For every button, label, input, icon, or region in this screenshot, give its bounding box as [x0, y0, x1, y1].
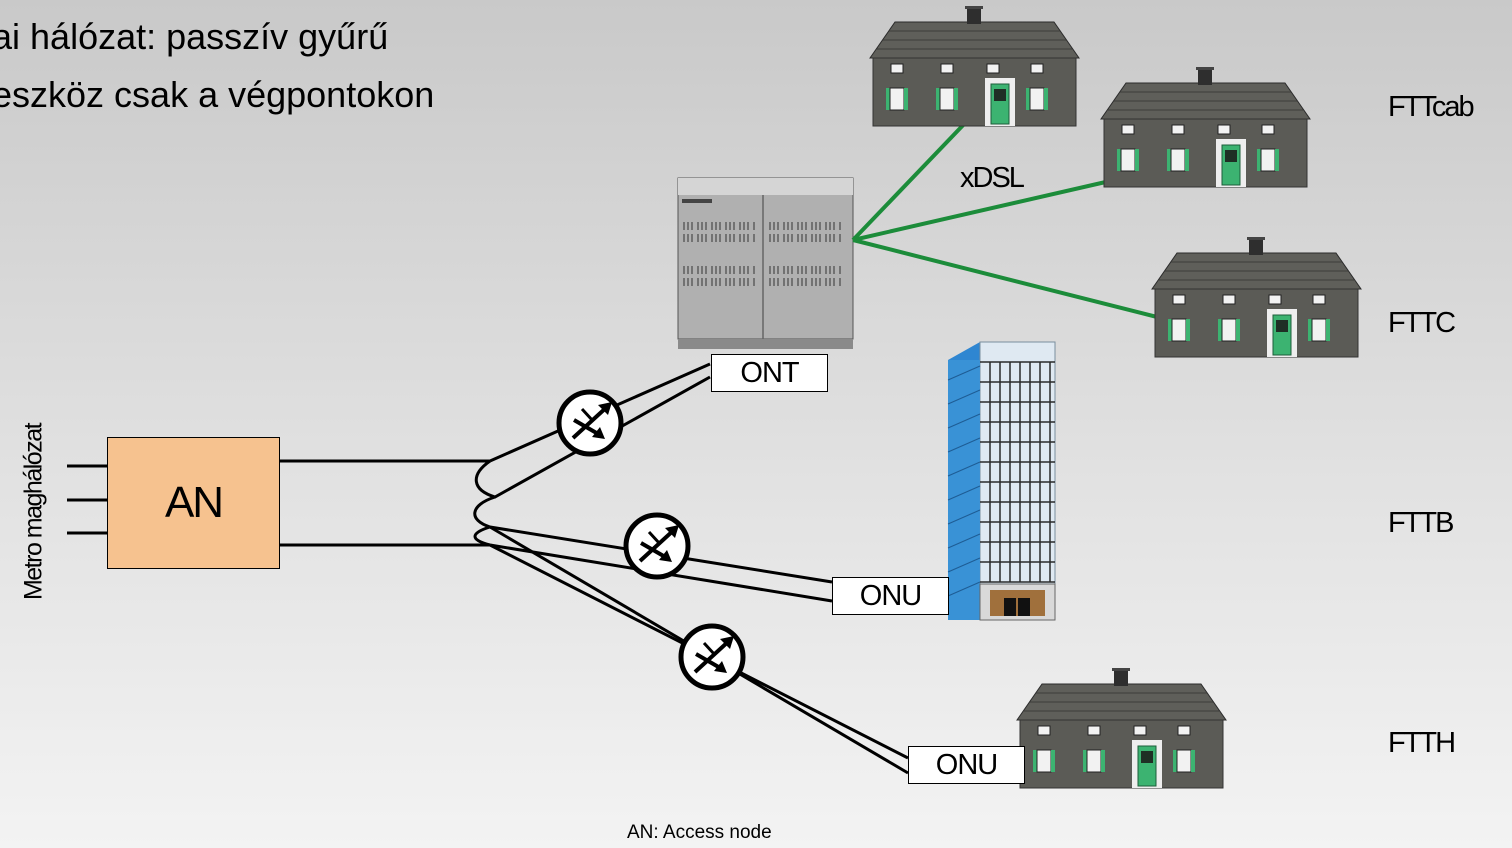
tier-fttc: FTTC [1388, 307, 1456, 339]
house-icon [869, 5, 1080, 127]
splitter-icon [681, 626, 743, 688]
ont-label: ONT [740, 357, 799, 389]
xdsl-label: xDSL [960, 162, 1025, 194]
cabinet-icon [677, 177, 854, 349]
onu-home-label: ONU [935, 749, 998, 781]
title-line-1: ai hálózat: passzív gyűrű [0, 16, 389, 57]
title-line-2: eszköz csak a végpontokon [0, 74, 435, 115]
tier-ftth: FTTH [1388, 727, 1456, 759]
house-icon [1100, 66, 1311, 188]
onu-building-label: ONU [859, 580, 922, 612]
office-building-icon [947, 341, 1056, 621]
onu-home-label-box: ONU [908, 746, 1025, 784]
passive-ring-fibres [473, 362, 909, 775]
tier-fttb: FTTB [1388, 507, 1454, 539]
tier-fttcab: FTTcab [1388, 91, 1475, 123]
ont-label-box: ONT [711, 354, 828, 392]
xdsl-copper-lines [851, 118, 1162, 320]
house-icon [1151, 236, 1362, 358]
splitter-icon [626, 515, 688, 577]
onu-building-label-box: ONU [832, 577, 949, 615]
metro-network-label: Metro maghálózat [19, 423, 48, 601]
caption: AN: Access node [627, 822, 772, 843]
access-node-box: AN [107, 437, 280, 569]
access-node-label: AN [164, 478, 224, 527]
splitter-icon [559, 392, 621, 454]
house-icon [1016, 667, 1227, 789]
